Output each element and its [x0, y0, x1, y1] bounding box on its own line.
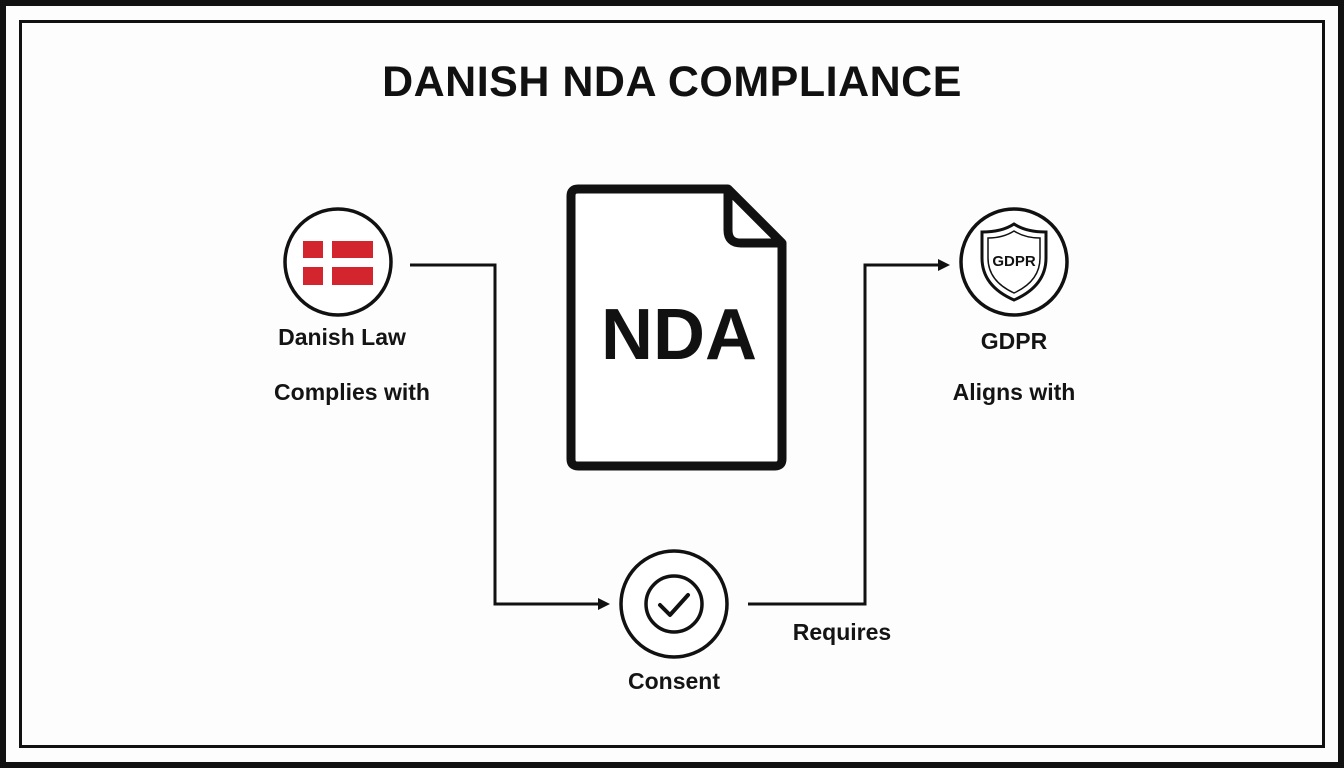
gdpr-label: GDPR: [980, 328, 1048, 354]
shield-icon: [980, 222, 1048, 302]
consent-node: [619, 549, 729, 659]
checkmark-icon: [658, 593, 690, 617]
gdpr-badge-text: GDPR: [992, 253, 1036, 270]
consent-label: Consent: [628, 668, 720, 694]
document-label: NDA: [601, 295, 757, 375]
requires-label: Requires: [792, 619, 892, 645]
danish-law-label: Danish Law: [278, 324, 406, 350]
arrowhead-to-consent: [598, 598, 610, 610]
danish-flag-icon: [303, 241, 373, 285]
document-icon: [566, 184, 787, 471]
diagram-graphics: NDA GDPR: [283, 184, 1069, 659]
gdpr-node: [959, 207, 1069, 317]
inner-frame: [19, 20, 1325, 748]
aligns-with-label: Aligns with: [952, 379, 1076, 405]
connector-danish-law-to-consent: [410, 263, 600, 606]
complies-with-label: Complies with: [274, 379, 430, 405]
danish-law-node: [283, 207, 393, 317]
page-title: DANISH NDA COMPLIANCE: [382, 58, 962, 106]
connector-consent-to-gdpr: [748, 263, 940, 606]
arrowhead-to-gdpr: [938, 259, 950, 271]
